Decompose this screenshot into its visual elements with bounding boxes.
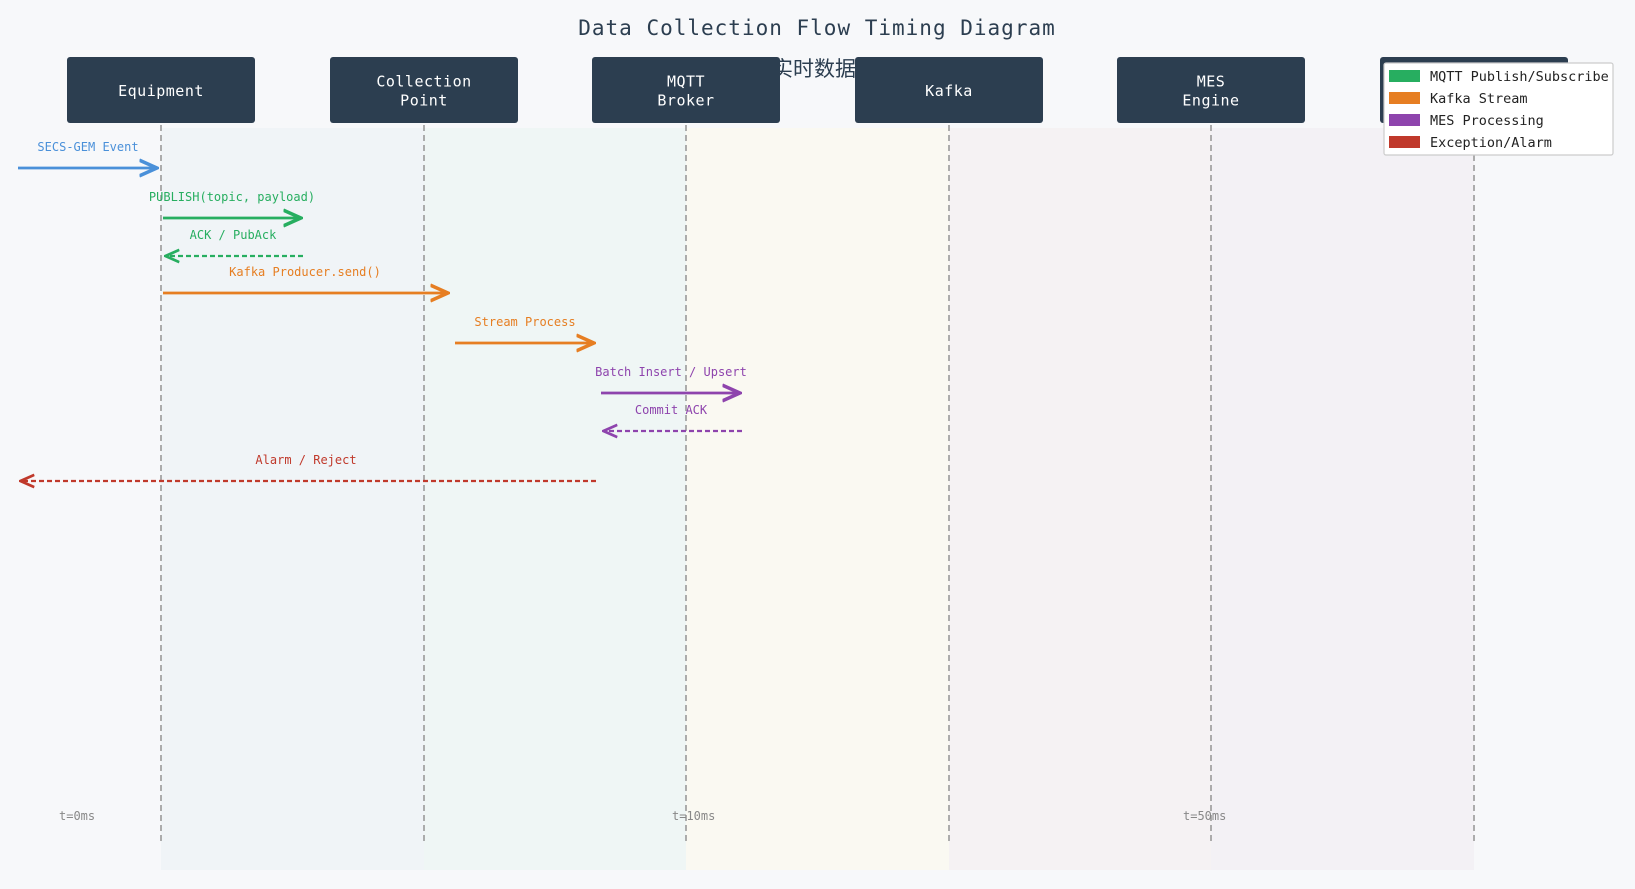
message-label: PUBLISH(topic, payload): [149, 190, 315, 204]
participant-box: [1117, 57, 1305, 123]
message-6: Batch Insert / Upsert: [595, 365, 747, 393]
participant-label: MES: [1197, 73, 1226, 91]
participant-label: Kafka: [925, 82, 973, 100]
lane-band-2: [424, 128, 686, 870]
participant-box: [67, 57, 255, 123]
participant-4: Kafka: [855, 57, 1043, 123]
legend-swatch: [1389, 114, 1420, 126]
lane-band-1: [161, 128, 424, 870]
participant-box: [855, 57, 1043, 123]
timestamp-label: t=10ms: [672, 809, 715, 823]
participant-label: Equipment: [118, 82, 204, 100]
participant-label: MQTT: [667, 73, 705, 91]
message-2: PUBLISH(topic, payload): [149, 190, 315, 218]
legend-box: [1383, 62, 1614, 156]
message-label: SECS-GEM Event: [37, 140, 138, 154]
legend-label: Kafka Stream: [1430, 91, 1528, 107]
participant-label: Point: [400, 92, 448, 110]
legend-item: MES Processing: [1389, 113, 1544, 129]
participant-label: Collection: [376, 73, 471, 91]
lane-band-3: [686, 128, 949, 870]
message-8: Alarm / Reject: [22, 453, 596, 481]
message-3: ACK / PubAck: [167, 228, 303, 256]
message-label: Stream Process: [474, 315, 575, 329]
legend-item: MQTT Publish/Subscribe: [1389, 69, 1609, 85]
legend-swatch: [1389, 70, 1420, 82]
participant-label: Broker: [657, 92, 714, 110]
timestamp-label: t=50ms: [1183, 809, 1226, 823]
timestamps: t=0ms t=10ms t=50ms: [59, 809, 1226, 823]
legend-label: Exception/Alarm: [1430, 135, 1552, 151]
legend-swatch: [1389, 136, 1420, 148]
message-label: Kafka Producer.send(): [229, 265, 381, 279]
legend-swatch: [1389, 92, 1420, 104]
lane-backgrounds: [161, 128, 1474, 870]
lane-band-4: [949, 128, 1211, 870]
message-5: Stream Process: [455, 315, 592, 343]
message-label: Alarm / Reject: [255, 453, 356, 467]
message-7: Commit ACK: [605, 403, 742, 431]
message-label: ACK / PubAck: [190, 228, 277, 242]
message-4: Kafka Producer.send(): [163, 265, 446, 293]
legend-item: Kafka Stream: [1389, 91, 1528, 107]
diagram-title: Data Collection Flow Timing Diagram: [578, 16, 1056, 40]
message-1: SECS-GEM Event: [18, 140, 155, 168]
participant-box: [330, 57, 518, 123]
lane-band-5: [1211, 128, 1474, 870]
legend-label: MQTT Publish/Subscribe: [1430, 69, 1609, 85]
participant-label: Engine: [1182, 92, 1239, 110]
diagram-subtitle: 实时数据: [772, 57, 856, 81]
legend-label: MES Processing: [1430, 113, 1544, 129]
message-label: Batch Insert / Upsert: [595, 365, 747, 379]
message-label: Commit ACK: [635, 403, 708, 417]
participant-1: Equipment: [67, 57, 255, 123]
lifelines: [160, 125, 1475, 845]
timestamp-label: t=0ms: [59, 809, 95, 823]
participant-box: [592, 57, 780, 123]
legend-item: Exception/Alarm: [1389, 135, 1552, 151]
